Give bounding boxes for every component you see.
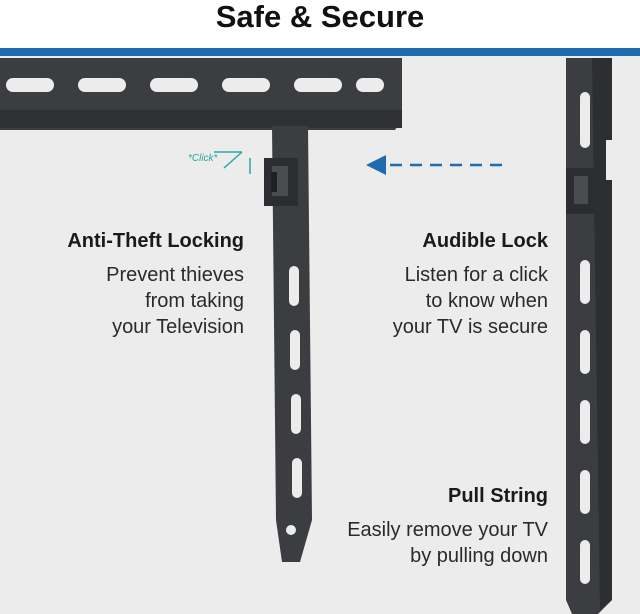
feature-pull-string: Pull String Easily remove your TV by pul… bbox=[308, 483, 548, 569]
right-bracket-arm bbox=[566, 58, 612, 614]
feature-title: Anti-Theft Locking bbox=[67, 230, 244, 252]
feature-description: Prevent thieves from taking your Televis… bbox=[106, 264, 244, 338]
feature-title: Pull String bbox=[448, 485, 548, 507]
page-title: Safe & Secure bbox=[215, 0, 425, 34]
header-accent-rule bbox=[0, 48, 640, 56]
direction-arrow-icon bbox=[366, 155, 505, 175]
header-bar: Safe & Secure bbox=[0, 0, 640, 48]
feature-title: Audible Lock bbox=[422, 230, 548, 252]
left-bracket-arm bbox=[264, 126, 312, 562]
feature-anti-theft-locking: Anti-Theft Locking Prevent thieves from … bbox=[4, 228, 244, 340]
click-label: *Click* bbox=[188, 153, 218, 164]
wall-plate bbox=[0, 58, 402, 130]
feature-description: Easily remove your TV by pulling down bbox=[347, 519, 548, 567]
click-marks bbox=[214, 151, 251, 174]
feature-description: Listen for a click to know when your TV … bbox=[392, 264, 548, 338]
feature-audible-lock: Audible Lock Listen for a click to know … bbox=[308, 228, 548, 340]
